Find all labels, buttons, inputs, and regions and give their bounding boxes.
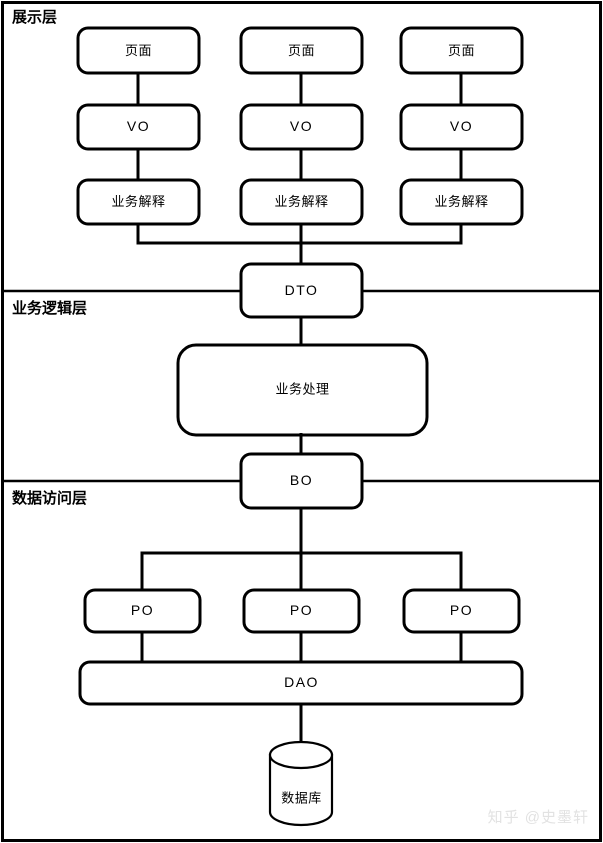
node-interpret-3-label: 业务解释 <box>434 194 488 209</box>
node-bo-label: BO <box>290 472 313 488</box>
node-vo-1-label: VO <box>127 118 150 134</box>
node-interpret-3[interactable]: 业务解释 <box>399 178 524 226</box>
node-page-3-shape[interactable] <box>399 26 524 75</box>
layer-label-business-logic: 业务逻辑层 <box>12 299 87 317</box>
node-page-3[interactable]: 页面 <box>399 26 524 75</box>
node-page-1-shape[interactable] <box>76 26 201 75</box>
node-po-1-shape[interactable] <box>83 588 202 634</box>
node-dto[interactable]: DTO <box>239 262 364 319</box>
node-business-process[interactable]: 业务处理 <box>176 343 429 437</box>
node-dto-label: DTO <box>285 282 319 298</box>
node-interpret-1[interactable]: 业务解释 <box>76 178 201 226</box>
layer-label-presentation: 展示层 <box>12 9 57 26</box>
node-interpret-1-label: 业务解释 <box>111 194 165 209</box>
node-vo-2-label: VO <box>290 118 313 134</box>
node-database-body[interactable] <box>268 753 334 827</box>
node-vo-3-label: VO <box>450 118 473 134</box>
node-po-2-shape[interactable] <box>242 588 361 634</box>
node-vo-1[interactable]: VO <box>76 103 201 151</box>
node-po-3-shape[interactable] <box>402 588 521 634</box>
watermark-text: 知乎 @史墨轩 <box>488 809 589 826</box>
node-vo-1-shape[interactable] <box>76 103 201 151</box>
node-po-3[interactable]: PO <box>402 588 521 634</box>
node-po-2-label: PO <box>290 602 313 618</box>
node-interpret-2[interactable]: 业务解释 <box>239 178 364 226</box>
node-page-2-shape[interactable] <box>239 26 364 75</box>
node-dao[interactable]: DAO <box>78 660 524 706</box>
node-po-3-label: PO <box>450 602 473 618</box>
node-page-2[interactable]: 页面 <box>239 26 364 75</box>
layer-label-data-access: 数据访问层 <box>12 489 87 507</box>
node-dao-label: DAO <box>284 674 319 690</box>
node-vo-2-shape[interactable] <box>239 103 364 151</box>
node-po-1[interactable]: PO <box>83 588 202 634</box>
node-po-2[interactable]: PO <box>242 588 361 634</box>
node-vo-3-shape[interactable] <box>399 103 524 151</box>
node-vo-3[interactable]: VO <box>399 103 524 151</box>
node-interpret-2-shape[interactable] <box>239 178 364 226</box>
node-page-3-label: 页面 <box>448 43 475 58</box>
node-page-2-label: 页面 <box>288 43 315 58</box>
node-database-label: 数据库 <box>281 790 322 805</box>
node-page-1[interactable]: 页面 <box>76 26 201 75</box>
connector-po-fanout-bus <box>140 551 463 592</box>
node-po-1-label: PO <box>131 602 154 618</box>
node-bo[interactable]: BO <box>239 452 364 510</box>
node-database[interactable]: 数据库 <box>268 740 334 827</box>
node-vo-2[interactable]: VO <box>239 103 364 151</box>
node-dto-shape[interactable] <box>239 262 364 319</box>
node-interpret-3-shape[interactable] <box>399 178 524 226</box>
node-interpret-2-label: 业务解释 <box>274 194 328 209</box>
node-page-1-label: 页面 <box>125 43 152 58</box>
node-interpret-1-shape[interactable] <box>76 178 201 226</box>
node-business-process-label: 业务处理 <box>275 381 329 396</box>
node-database-top[interactable] <box>268 740 334 770</box>
